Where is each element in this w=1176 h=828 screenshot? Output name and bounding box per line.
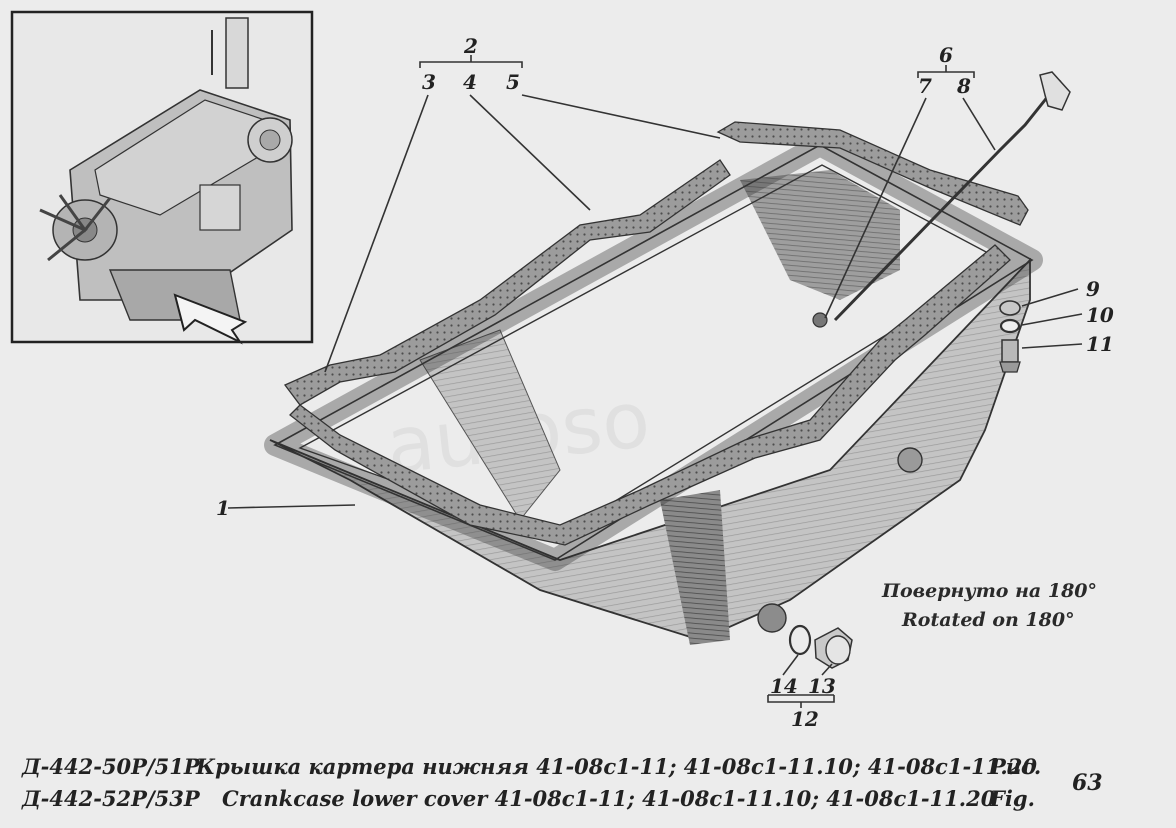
callout-14: 14: [770, 674, 798, 698]
caption-title-ru: Крышка картера нижняя 41-08с1-11; 41-08с…: [196, 754, 1037, 779]
rotation-note: Повернуто на 180° Rotated on 180°: [881, 580, 1097, 631]
callout-labels: 1 2 3 4 5 6 7 8 9 10 11 12 13 14: [216, 34, 1114, 731]
leader-lines: [227, 55, 1083, 708]
engine-inset: [10, 10, 314, 345]
caption-title-en: Crankcase lower cover 41-08с1-11; 41-08с…: [222, 786, 996, 811]
gaskets: [283, 121, 1029, 546]
side-plug-parts: [999, 300, 1021, 373]
callout-3: 3: [422, 70, 436, 94]
callout-10: 10: [1086, 303, 1114, 327]
callout-11: 11: [1086, 332, 1114, 356]
drain-plug-parts: [788, 624, 853, 669]
rotation-note-en: Rotated on 180°: [901, 609, 1075, 631]
callout-1: 1: [216, 496, 230, 520]
engine-illustration: [39, 17, 293, 345]
caption-row-ru: Д-442-50Р/51Р Крышка картера нижняя 41-0…: [22, 754, 1062, 782]
rotation-note-ru: Повернуто на 180°: [881, 580, 1097, 602]
caption-fig-label-en: Fig.: [990, 786, 1035, 811]
callout-9: 9: [1086, 277, 1100, 301]
figure-number: 63: [1072, 770, 1103, 796]
callout-8: 8: [956, 74, 971, 98]
callout-13: 13: [808, 674, 836, 698]
callout-7: 7: [918, 74, 932, 98]
callout-5: 5: [506, 70, 520, 94]
caption-model-ru: Д-442-50Р/51Р: [22, 754, 200, 779]
oil-pan-illustration: [269, 170, 1031, 645]
caption-model-en: Д-442-52Р/53Р: [22, 786, 200, 811]
dipstick: [812, 71, 1071, 328]
caption-fig-label-ru: Рис.: [990, 754, 1042, 779]
caption-row-en: Д-442-52Р/53Р Crankcase lower cover 41-0…: [22, 786, 1062, 814]
callout-12: 12: [791, 707, 819, 731]
callout-6: 6: [939, 43, 953, 67]
callout-4: 4: [463, 70, 477, 94]
callout-2: 2: [463, 34, 478, 58]
